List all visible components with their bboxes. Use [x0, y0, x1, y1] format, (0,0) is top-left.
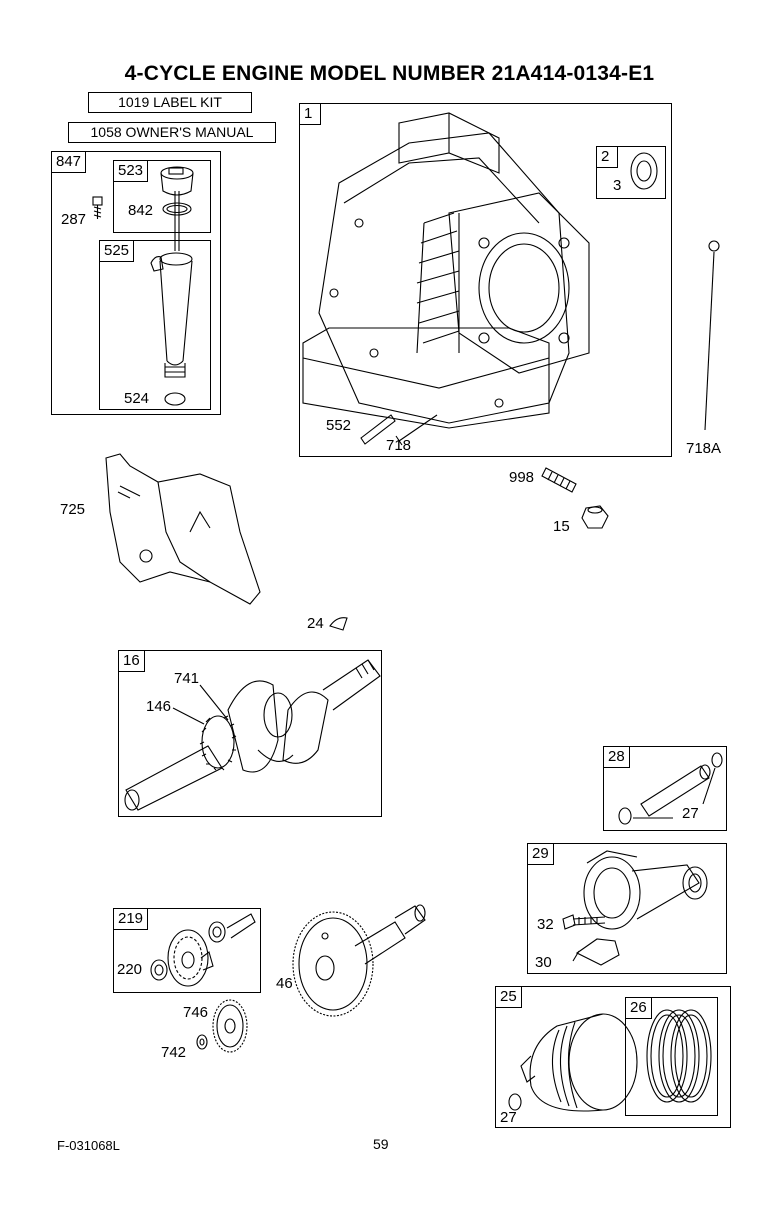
- part-label-842: 842: [128, 203, 153, 219]
- part-label-742: 742: [161, 1045, 186, 1061]
- page-number: 59: [373, 1136, 389, 1152]
- part-label-15: 15: [553, 519, 570, 535]
- shield-725-drawing: [100, 452, 270, 610]
- part-label-287: 287: [61, 212, 86, 228]
- dipstick-drawing: [51, 151, 221, 415]
- part-label-524: 524: [124, 391, 149, 407]
- part-label-27-pin: 27: [682, 806, 699, 822]
- part-label-998: 998: [509, 470, 534, 486]
- connecting-rod-drawing: [527, 843, 727, 974]
- piston-pin-drawing: [603, 746, 727, 831]
- governor-gear-drawing: [113, 908, 261, 993]
- part-label-32: 32: [537, 917, 554, 933]
- part-label-725: 725: [60, 502, 85, 518]
- owners-manual-box: 1058 OWNER'S MANUAL: [68, 122, 276, 143]
- part-label-30: 30: [535, 955, 552, 971]
- camshaft-drawing: [285, 898, 435, 1018]
- part-label-741: 741: [174, 671, 199, 687]
- part-label-718: 718: [386, 438, 411, 454]
- label-kit-box: 1019 LABEL KIT: [88, 92, 252, 113]
- part-label-552: 552: [326, 418, 351, 434]
- key-24-drawing: [327, 614, 351, 634]
- crankshaft-drawing: [118, 650, 382, 817]
- part-label-46: 46: [276, 976, 293, 992]
- part-label-220: 220: [117, 962, 142, 978]
- cylinder-block-drawing: [299, 103, 672, 457]
- page-title: 4-CYCLE ENGINE MODEL NUMBER 21A414-0134-…: [0, 62, 779, 86]
- part-label-3: 3: [613, 178, 621, 194]
- piston-drawing: [495, 986, 731, 1128]
- part-label-718a: 718A: [686, 441, 721, 457]
- part-label-746: 746: [183, 1005, 208, 1021]
- breather-tube-drawing: [700, 238, 730, 438]
- part-label-24: 24: [307, 616, 324, 632]
- part-label-27-piston: 27: [500, 1110, 517, 1126]
- form-number: F-031068L: [57, 1138, 120, 1153]
- plug-998-drawing: [540, 462, 590, 496]
- part-label-146: 146: [146, 699, 171, 715]
- plug-15-drawing: [580, 502, 612, 532]
